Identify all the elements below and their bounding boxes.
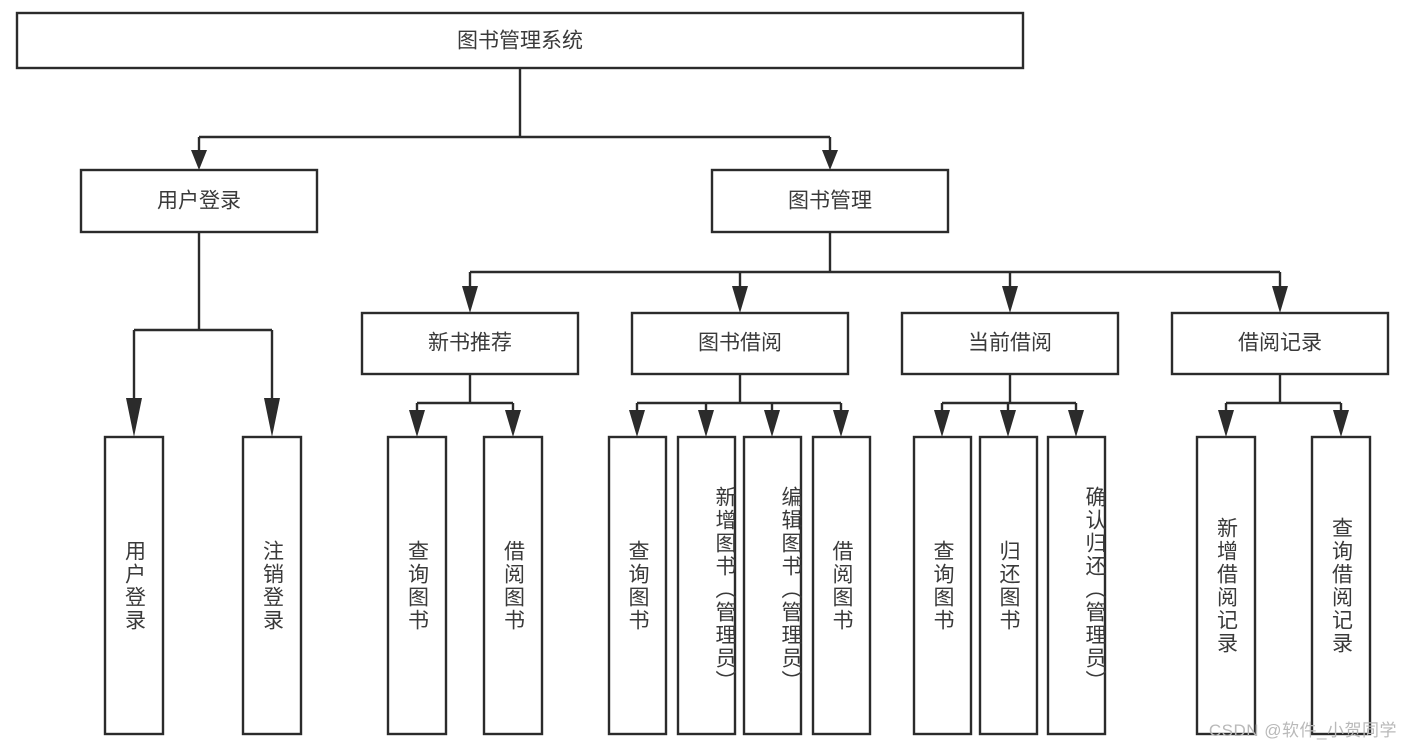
arrow-to-leaf-add-record (1218, 410, 1234, 437)
leaf-box-edit-book-admin[interactable] (742, 435, 803, 736)
arrow-to-book-borrow (732, 286, 748, 313)
arrow-to-leaf-user-login (126, 398, 142, 437)
node-user-login-box[interactable] (79, 168, 319, 234)
leaf-box-query-book-borrow[interactable] (607, 435, 668, 736)
node-borrow-record-label: 借阅记录 (1238, 332, 1322, 355)
leaf-box-user-login[interactable] (103, 435, 165, 736)
arrow-to-leaf-query-book-3 (934, 410, 950, 437)
arrow-to-leaf-borrow-book-2 (833, 410, 849, 437)
arrow-to-leaf-add-book (698, 410, 714, 437)
arrow-to-current-borrow (1002, 286, 1018, 313)
node-borrow-record[interactable]: 借阅记录 (1170, 311, 1390, 376)
leaf-box-query-borrow-record[interactable] (1310, 435, 1372, 736)
node-book-management-label: 图书管理 (788, 190, 872, 213)
node-borrow-record-box[interactable] (1170, 311, 1390, 376)
connectors (126, 68, 1349, 437)
node-root[interactable]: 图书管理系统 (15, 11, 1025, 70)
node-root-label: 图书管理系统 (457, 30, 583, 53)
node-new-book-recommend-label: 新书推荐 (428, 332, 512, 355)
arrow-to-leaf-query-book-2 (629, 410, 645, 437)
leaf-box-return-book[interactable] (978, 435, 1039, 736)
leaf-box-query-book-current[interactable] (912, 435, 973, 736)
arrow-to-leaf-query-record (1333, 410, 1349, 437)
node-book-management[interactable]: 图书管理 (710, 168, 950, 234)
leaf-box-logout[interactable] (241, 435, 303, 736)
node-current-borrow[interactable]: 当前借阅 (900, 311, 1120, 376)
leaf-box-borrow-book-borrow[interactable] (811, 435, 872, 736)
node-new-book-recommend[interactable]: 新书推荐 (360, 311, 580, 376)
leaf-box-borrow-book-newrec[interactable] (482, 435, 544, 736)
node-root-box[interactable] (15, 11, 1025, 70)
node-book-management-box[interactable] (710, 168, 950, 234)
csdn-watermark: CSDN @软件_小贺同学 (1208, 721, 1397, 740)
arrow-to-leaf-confirm-return (1068, 410, 1084, 437)
node-current-borrow-label: 当前借阅 (968, 332, 1052, 355)
leaf-box-query-book-newrec[interactable] (386, 435, 448, 736)
arrow-to-leaf-return-book (1000, 410, 1016, 437)
node-user-login[interactable]: 用户登录 (79, 168, 319, 234)
arrow-to-leaf-logout (264, 398, 280, 437)
node-new-book-recommend-box[interactable] (360, 311, 580, 376)
arrow-to-book-mgmt (822, 150, 838, 170)
arrow-to-user-login (191, 150, 207, 170)
arrow-to-leaf-edit-book (764, 410, 780, 437)
leaf-box-add-borrow-record[interactable] (1195, 435, 1257, 736)
leaf-box-confirm-return-admin[interactable] (1046, 435, 1107, 736)
node-user-login-label: 用户登录 (157, 190, 241, 213)
node-current-borrow-box[interactable] (900, 311, 1120, 376)
arrow-to-borrow-record (1272, 286, 1288, 313)
node-book-borrow-box[interactable] (630, 311, 850, 376)
node-book-borrow[interactable]: 图书借阅 (630, 311, 850, 376)
node-book-borrow-label: 图书借阅 (698, 332, 782, 355)
arrow-to-leaf-borrow-book-1 (505, 410, 521, 437)
leaf-boxes (103, 435, 1372, 736)
arrow-to-leaf-query-book-1 (409, 410, 425, 437)
leaf-box-add-book-admin[interactable] (676, 435, 737, 736)
arrow-to-new-book-rec (462, 286, 478, 313)
